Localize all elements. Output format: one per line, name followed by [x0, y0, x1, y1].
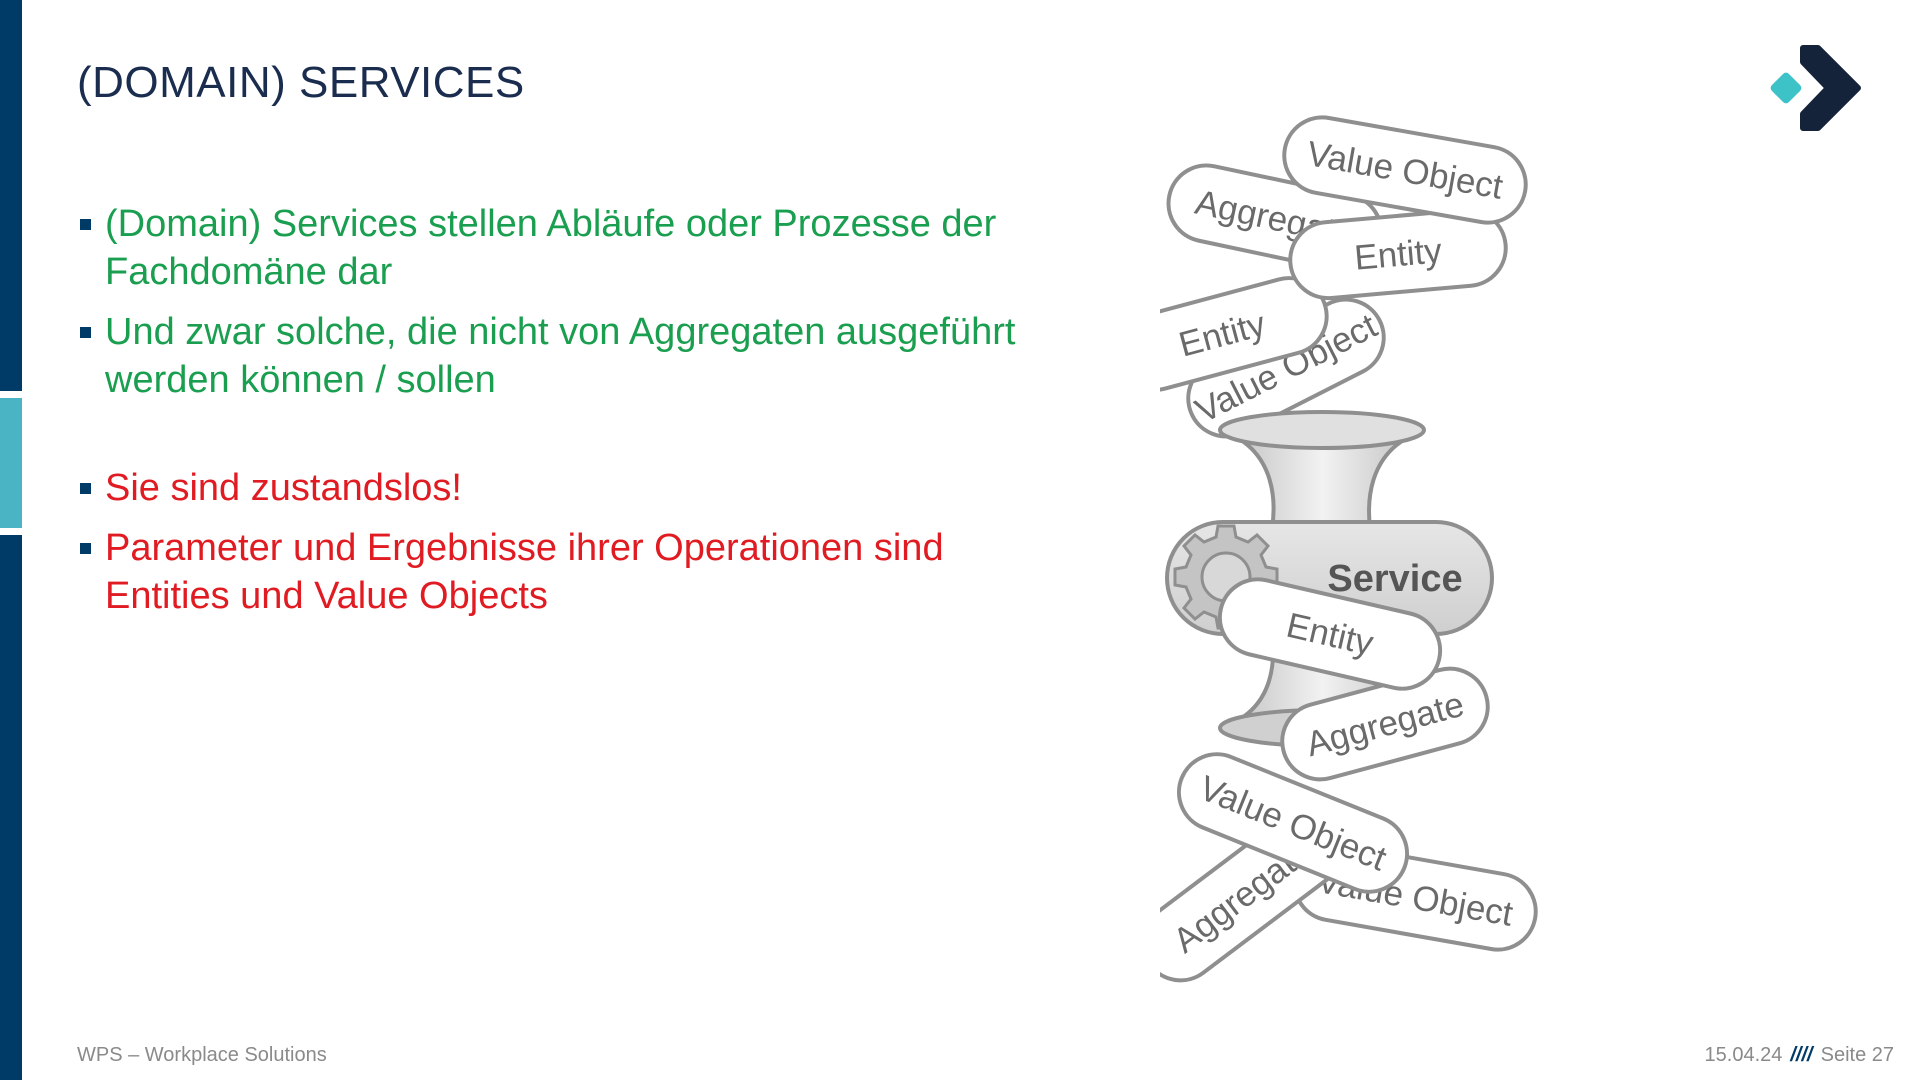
bullet-item: Und zwar solche, die nicht von Aggregate…	[78, 308, 1038, 404]
bullet-marker	[80, 219, 91, 230]
footer-separator: ////	[1790, 1044, 1813, 1066]
sidebar-bar-top	[0, 0, 22, 391]
bullet-marker	[80, 543, 91, 554]
bullet-text: Parameter und Ergebnisse ihrer Operation…	[105, 527, 944, 617]
bullet-item: Sie sind zustandslos!	[78, 464, 1038, 512]
bullet-item: Parameter und Ergebnisse ihrer Operation…	[78, 524, 1038, 620]
bullet-text: Und zwar solche, die nicht von Aggregate…	[105, 311, 1016, 401]
bullet-text: (Domain) Services stellen Abläufe oder P…	[105, 203, 997, 293]
service-diagram: Value Object Entity Aggregate Entity Val…	[1160, 115, 1538, 983]
company-logo	[1770, 45, 1861, 131]
bullet-text: Sie sind zustandslos!	[105, 467, 462, 509]
service-label: Service	[1327, 558, 1462, 600]
slide-title: (DOMAIN) SERVICES	[77, 58, 525, 107]
pill-label: Entity	[1353, 231, 1444, 278]
footer-company: WPS – Workplace Solutions	[77, 1044, 327, 1066]
input-pill: Entity	[1160, 276, 1329, 392]
bullet-marker	[80, 327, 91, 338]
bullet-item: (Domain) Services stellen Abläufe oder P…	[78, 200, 1038, 296]
footer-date: 15.04.24	[1704, 1044, 1783, 1066]
bullet-list: (Domain) Services stellen Abläufe oder P…	[78, 200, 1038, 632]
sidebar-bar-bottom	[0, 535, 22, 1080]
output-pill: Entity	[1217, 577, 1443, 691]
footer-page: Seite 27	[1820, 1044, 1894, 1066]
sidebar-bar-accent	[0, 398, 22, 528]
bullet-marker	[80, 483, 91, 494]
footer-meta: 15.04.24 //// Seite 27	[1705, 1044, 1894, 1067]
input-pill: Value Object	[1282, 115, 1528, 225]
input-pill: Entity	[1288, 207, 1508, 301]
